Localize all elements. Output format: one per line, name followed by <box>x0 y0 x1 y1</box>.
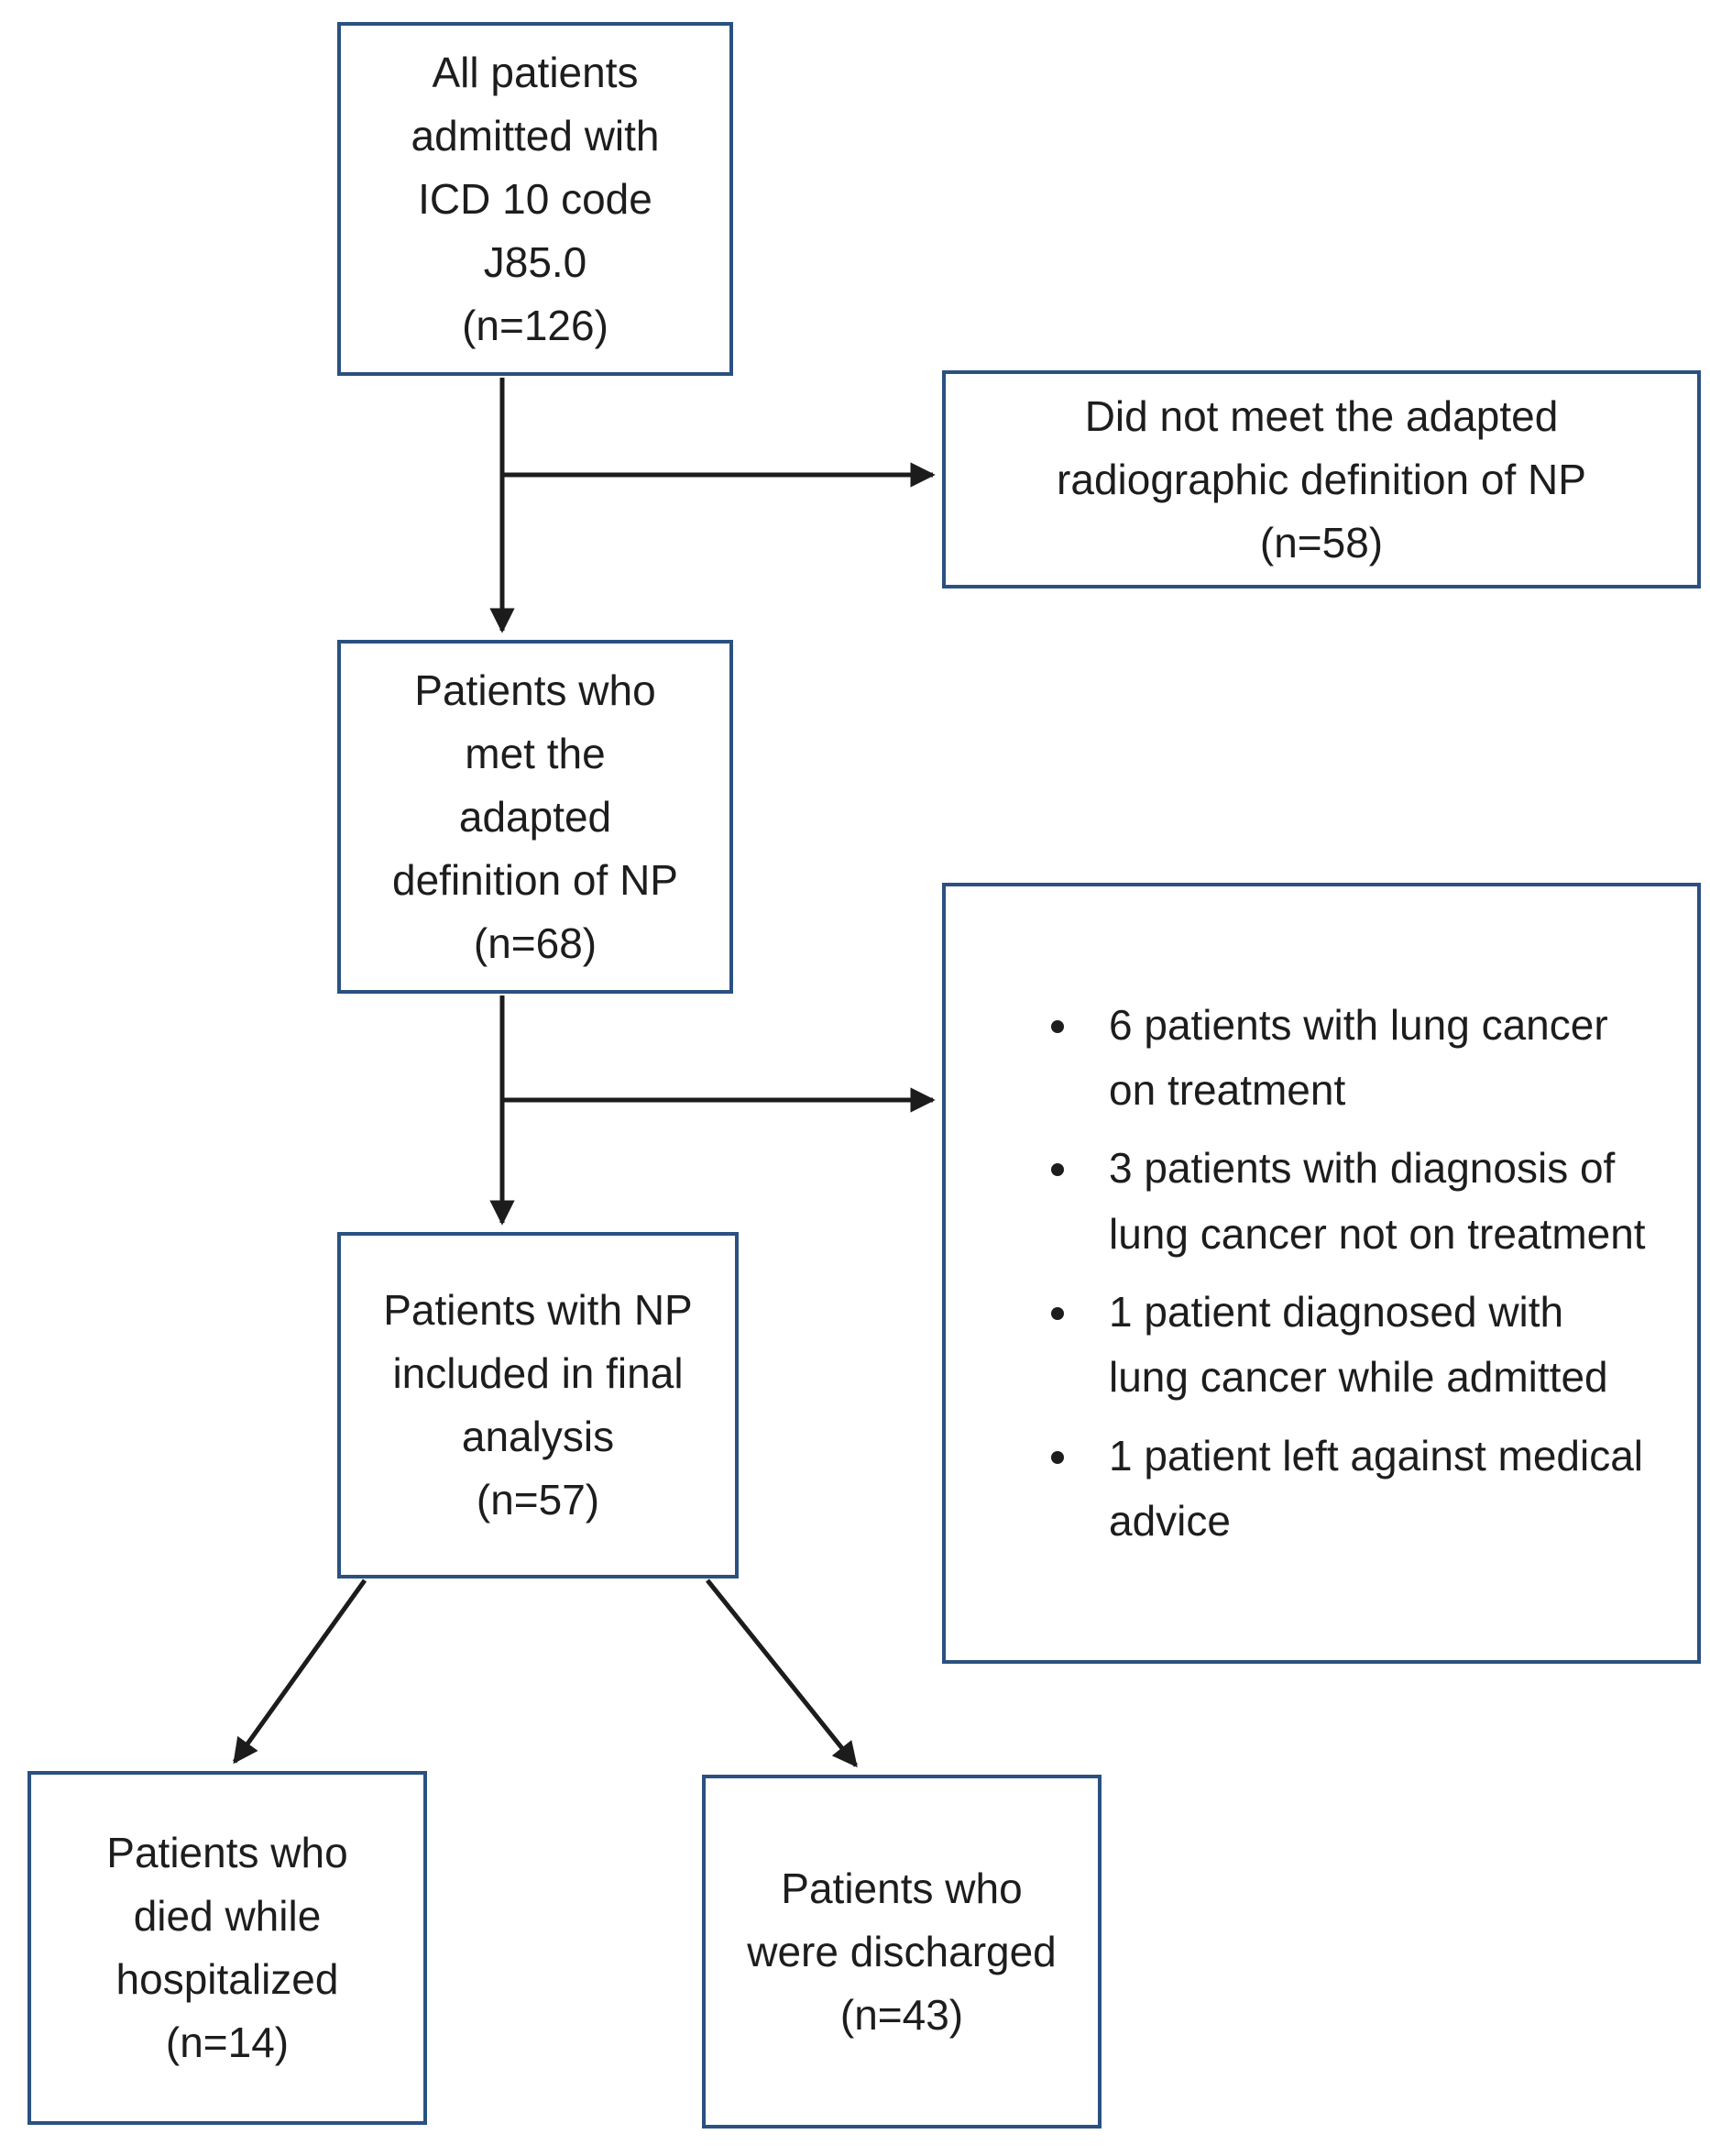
exclusion-bullet-item: 1 patient left against medical advice <box>1083 1424 1646 1555</box>
box-exclusions: 6 patients with lung cancer on treatment… <box>942 883 1701 1664</box>
box-final-analysis: Patients with NP included in final analy… <box>337 1232 739 1578</box>
exclusion-bullet-item: 3 patients with diagnosis of lung cancer… <box>1083 1136 1646 1267</box>
exclusion-bullet-list: 6 patients with lung cancer on treatment… <box>1083 993 1646 1554</box>
box-all-patients-label: All patients admitted with ICD 10 code J… <box>411 48 660 349</box>
box-met-definition-label: Patients who met the adapted definition … <box>392 666 678 967</box>
box-died-hospitalized-label: Patients who died while hospitalized (n=… <box>106 1829 348 2066</box>
box-died-hospitalized: Patients who died while hospitalized (n=… <box>27 1771 427 2125</box>
box-final-analysis-label: Patients with NP included in final analy… <box>383 1286 693 1524</box>
exclusion-bullet-item: 6 patients with lung cancer on treatment <box>1083 993 1646 1124</box>
exclusion-bullet-item: 1 patient diagnosed with lung cancer whi… <box>1083 1280 1646 1411</box>
connector-final-to-discharged-arrow <box>706 1578 858 1768</box>
box-did-not-meet-definition-label: Did not meet the adapted radiographic de… <box>1057 391 1586 566</box>
box-did-not-meet-definition: Did not meet the adapted radiographic de… <box>942 370 1701 588</box>
connector-final-to-died-arrow <box>232 1578 367 1765</box>
box-all-patients: All patients admitted with ICD 10 code J… <box>337 22 733 376</box>
box-met-definition: Patients who met the adapted definition … <box>337 640 733 994</box>
box-discharged: Patients who were discharged (n=43) <box>702 1775 1102 2128</box>
box-discharged-label: Patients who were discharged (n=43) <box>747 1864 1057 2039</box>
